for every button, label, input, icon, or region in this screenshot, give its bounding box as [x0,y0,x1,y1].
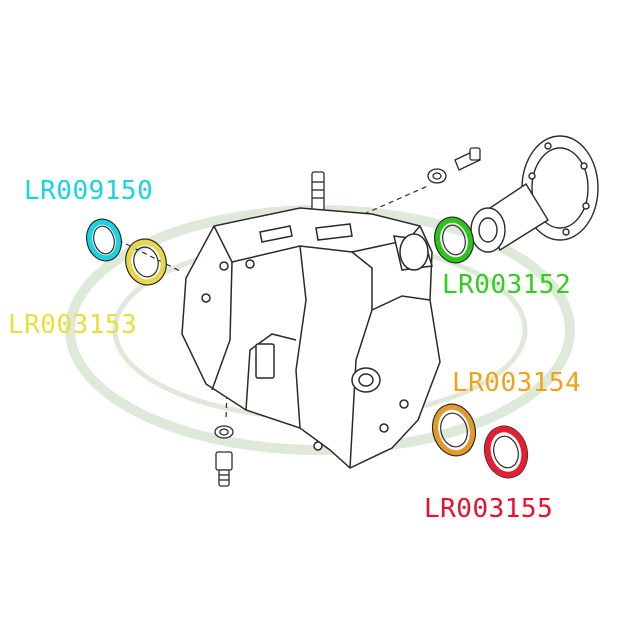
seal-lr003153 [125,238,167,286]
label-lr009150: LR009150 [24,176,154,206]
label-lr003155: LR003155 [424,494,554,524]
seal-lr003152 [434,216,474,264]
drain-plug [214,425,234,487]
transfer-housing [181,207,441,469]
label-lr003153: LR003153 [8,310,138,340]
seal-lr009150 [86,218,122,262]
label-lr003152: LR003152 [442,270,572,300]
output-flange [470,135,599,253]
seal-lr003155 [483,425,529,479]
bolt-and-washer [427,147,481,184]
seal-lr003154 [431,403,477,457]
stud-bolt [311,171,325,219]
label-lr003154: LR003154 [452,368,582,398]
